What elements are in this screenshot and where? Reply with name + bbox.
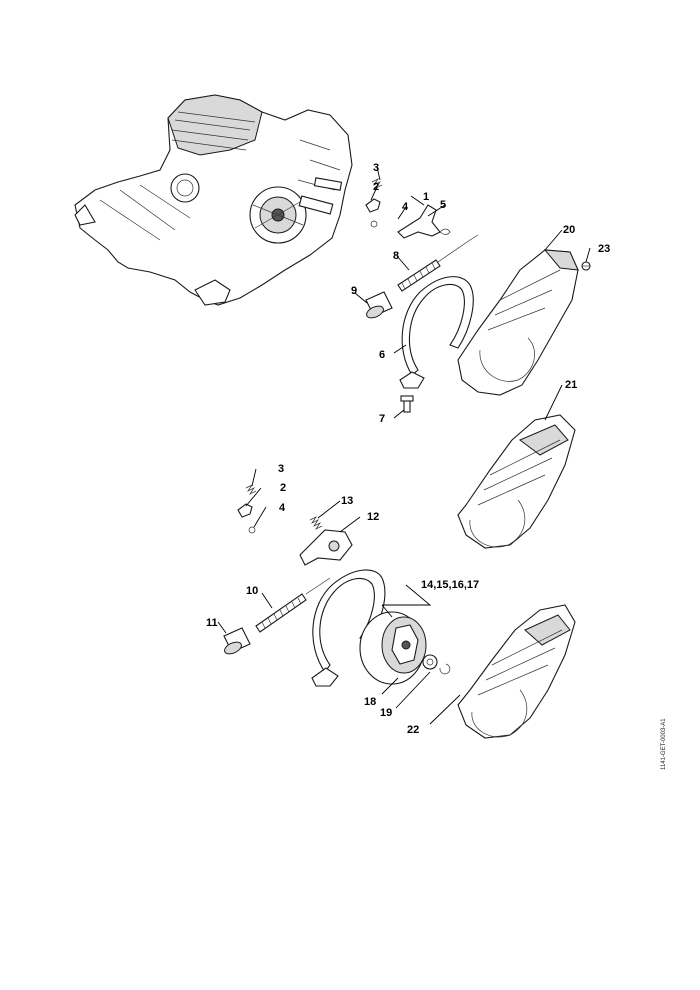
callout-22: 22 <box>407 724 419 736</box>
callout-2: 2 <box>373 181 379 193</box>
callout-18: 18 <box>364 696 376 708</box>
callout-20: 20 <box>563 224 575 236</box>
callout-23: 23 <box>598 243 610 255</box>
clutch-drum-icon <box>359 611 451 685</box>
callout-9: 9 <box>351 285 357 297</box>
callout-2-lower: 2 <box>280 482 286 494</box>
spring-icon <box>223 484 353 655</box>
engine-assembly-icon <box>74 94 353 306</box>
chain-sprocket-cover-icon <box>457 604 576 739</box>
callout-11: 11 <box>206 617 218 629</box>
callout-5: 5 <box>440 199 446 211</box>
chain-sprocket-cover-icon <box>457 249 591 396</box>
drawing-code: 1141-GET-0003-A1 <box>661 718 667 770</box>
callout-4: 4 <box>402 201 409 213</box>
callout-14-17: 14,15,16,17 <box>421 579 479 591</box>
callout-21: 21 <box>565 379 577 391</box>
callout-19: 19 <box>380 707 392 719</box>
callout-1: 1 <box>423 191 429 203</box>
callout-3-lower: 3 <box>278 463 284 475</box>
callout-6: 6 <box>379 349 385 361</box>
callout-3: 3 <box>373 162 379 174</box>
leader-lines <box>217 166 591 725</box>
spring-icon <box>365 178 479 319</box>
brake-band-icon <box>399 276 474 413</box>
callout-8: 8 <box>393 250 399 262</box>
callout-7: 7 <box>379 413 385 425</box>
callout-4-lower: 4 <box>279 502 286 514</box>
chain-sprocket-cover-icon <box>457 414 576 549</box>
callout-12: 12 <box>367 511 379 523</box>
callout-10: 10 <box>246 585 258 597</box>
callout-labels: 1 2 3 4 5 6 7 8 9 20 23 21 3 2 4 13 12 1… <box>206 162 610 736</box>
callout-13: 13 <box>341 495 353 507</box>
